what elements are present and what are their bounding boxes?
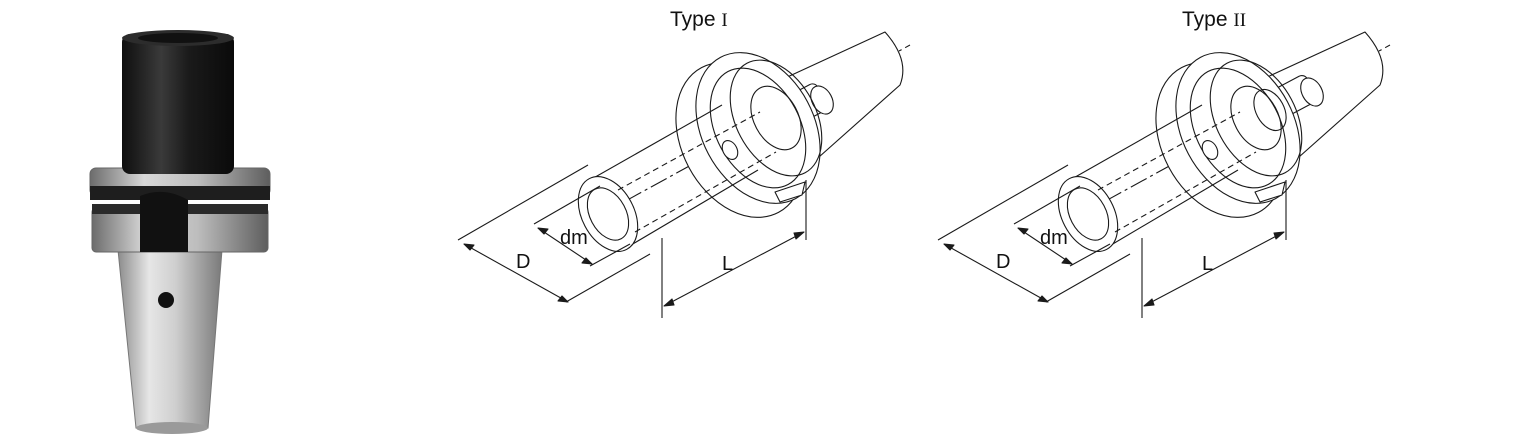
diagram-type-1: Type I — [440, 0, 920, 443]
diagram-title: Type II — [1182, 8, 1246, 32]
dimension-dm-label: dm — [560, 227, 588, 249]
holder-drawing: D dm L — [937, 31, 1391, 318]
dimension-l-label: L — [722, 253, 733, 275]
dimension-dm-label: dm — [1040, 227, 1068, 249]
title-numeral: II — [1233, 10, 1247, 31]
diagram-type-2: Type II — [920, 0, 1400, 443]
title-word: Type — [1182, 8, 1228, 31]
holder-drawing: D dm L — [457, 31, 911, 318]
tool-holder-photo — [70, 0, 300, 443]
dimension-d-label: D — [516, 251, 530, 273]
title-numeral: I — [721, 10, 728, 31]
title-word: Type — [670, 8, 716, 31]
dimension-d-label: D — [996, 251, 1010, 273]
diagram-title: Type I — [670, 8, 728, 32]
dimension-l-label: L — [1202, 253, 1213, 275]
tool-holder-image — [89, 30, 271, 434]
